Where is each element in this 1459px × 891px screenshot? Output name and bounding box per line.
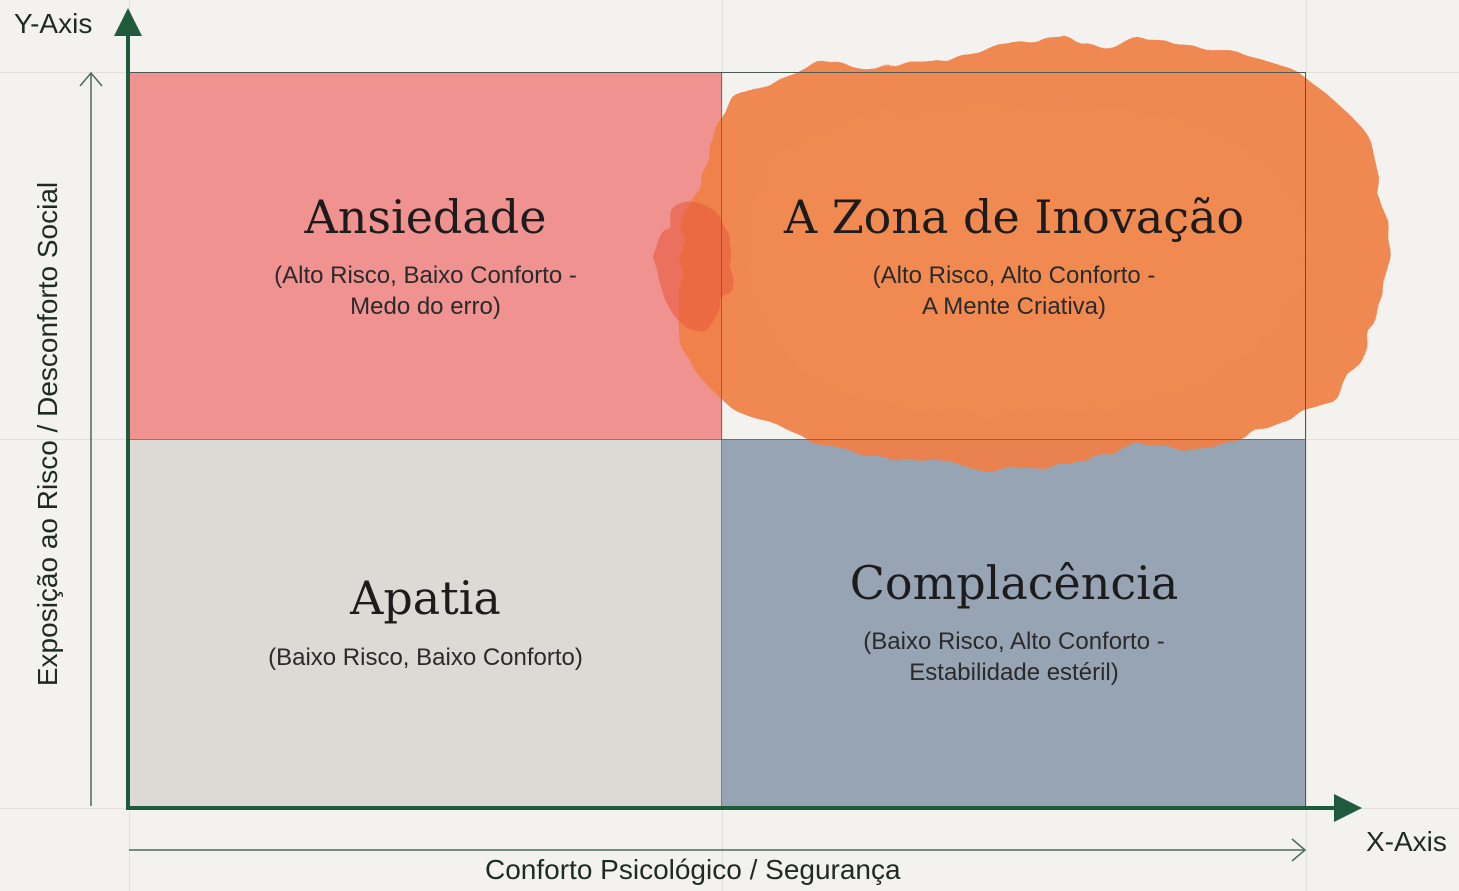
quadrant-complacency [722,439,1306,808]
quadrant-subtitle: (Alto Risco, Baixo Conforto - [274,262,577,289]
quadrant-subtitle: A Mente Criativa) [921,293,1107,320]
y-axis-title: Exposição ao Risco / Desconforto Social [32,181,63,687]
quadrant-subtitle: (Alto Risco, Alto Conforto - [872,262,1156,289]
x-axis-arrowhead [1334,794,1362,822]
vertical-divider [721,72,722,808]
quadrant-anxiety-text: Ansiedade (Alto Risco, Baixo Conforto - … [129,72,722,439]
y-axis-arrowhead [114,8,142,36]
quadrant-subtitle: (Baixo Risco, Alto Conforto - [863,628,1165,655]
y-axis-label: Y-Axis [14,8,93,39]
x-title-arrowhead [1291,838,1307,862]
quadrant-subtitle: (Baixo Risco, Baixo Conforto) [268,644,583,671]
x-axis-title: Conforto Psicológico / Segurança [485,854,901,885]
x-axis-label: X-Axis [1366,826,1447,857]
horizontal-divider [129,439,1306,440]
quadrant-apathy-text: Apatia (Baixo Risco, Baixo Conforto) [129,439,722,808]
quadrant-subtitle: Estabilidade estéril) [909,659,1119,686]
quadrant-complacency-text: Complacência (Baixo Risco, Alto Conforto… [722,439,1306,808]
quadrant-anxiety [129,72,722,439]
quadrant-apathy [129,439,722,808]
quadrant-title: Complacência [849,556,1179,610]
quadrant-title: A Zona de Inovação [783,190,1245,244]
quadrant-title: Ansiedade [304,190,547,244]
gridline [1306,0,1307,891]
quadrant-title: Apatia [350,571,501,625]
quadrant-innovation-text: A Zona de Inovação (Alto Risco, Alto Con… [722,72,1306,439]
y-title-arrowhead [79,71,103,87]
quadrant-subtitle: Medo do erro) [350,293,501,320]
